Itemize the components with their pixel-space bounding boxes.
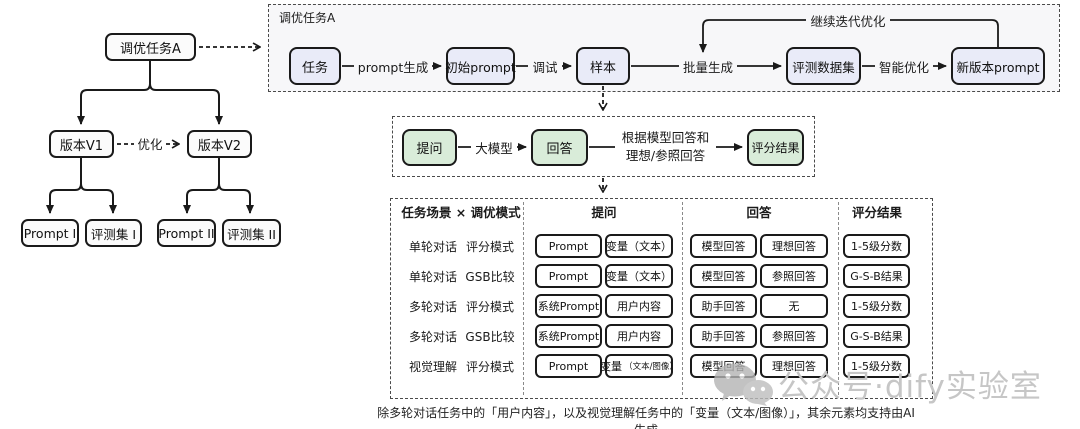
node-prompt-2: Prompt II	[157, 219, 216, 247]
row4-ans1: 助手回答	[690, 324, 757, 348]
node-question: 提问	[402, 129, 457, 166]
row3-ask2: 用户内容	[605, 294, 673, 318]
row2-ask1: Prompt	[535, 264, 602, 288]
node-initial-prompt: 初始prompt	[445, 47, 516, 85]
row5-ask2-label: 变量	[600, 360, 623, 373]
optimize-edge-label: 优化	[134, 135, 166, 152]
row2-ans2: 参照回答	[760, 264, 828, 288]
table-separator-3	[838, 202, 839, 395]
edge-label-prompt-gen: prompt生成	[354, 57, 432, 75]
row5-mode: 评分模式	[465, 359, 514, 374]
node-new-prompt: 新版本prompt	[951, 47, 1045, 85]
row5-scene: 视觉理解	[408, 359, 457, 374]
row4-ask1: 系统Prompt	[535, 324, 602, 348]
footnote: 除多轮对话任务中的「用户内容」，以及视觉理解任务中的「变量（文本/图像）」，其余…	[377, 406, 915, 429]
edge-label-smart-opt: 智能优化	[875, 57, 933, 75]
edge-label-llm: 大模型	[471, 138, 517, 156]
row2-ans1: 模型回答	[690, 264, 757, 288]
watermark-text: 公众号·dify实验室	[778, 369, 1042, 405]
table-separator-2	[682, 202, 683, 395]
node-evalset-2: 评测集 II	[222, 219, 281, 247]
row5-ask1: Prompt	[535, 354, 602, 378]
node-version-v1: 版本V1	[49, 130, 114, 158]
row2-mode: GSB比较	[465, 269, 515, 284]
row4-ask2: 用户内容	[605, 324, 673, 348]
row5-ask2: 变量 （文本/图像）	[600, 354, 678, 378]
row2-score: G-S-B结果	[843, 264, 910, 288]
row1-scene: 单轮对话	[408, 239, 457, 254]
row3-ans2: 无	[760, 294, 828, 318]
table-header-answer: 回答	[746, 205, 772, 220]
row4-ans2: 参照回答	[760, 324, 828, 348]
loop-label: 继续迭代优化	[806, 11, 890, 29]
row4-mode: GSB比较	[465, 329, 515, 344]
node-evalset-1: 评测集 I	[85, 219, 142, 247]
pipeline-container-label: 调优任务A	[279, 11, 336, 25]
node-prompt-1: Prompt I	[21, 219, 79, 247]
judge-basis-line1: 根据模型回答和	[621, 130, 710, 145]
table-separator-1	[523, 202, 524, 395]
table-header-score: 评分结果	[851, 205, 902, 220]
row1-mode: 评分模式	[465, 239, 514, 254]
node-task: 任务	[289, 47, 341, 85]
row5-ans2: 理想回答	[760, 354, 828, 378]
row5-ask2-sub: （文本/图像）	[624, 362, 678, 372]
row3-mode: 评分模式	[465, 299, 514, 314]
node-answer: 回答	[531, 129, 588, 166]
pipeline-container	[268, 4, 1060, 92]
node-version-v2: 版本V2	[187, 130, 252, 158]
node-tuning-task-a: 调优任务A	[105, 33, 196, 61]
node-sample: 样本	[576, 47, 630, 85]
wechat-icon	[714, 363, 773, 406]
row3-scene: 多轮对话	[408, 299, 457, 314]
row5-score: 1-5级分数	[843, 354, 910, 378]
edge-label-batch-gen: 批量生成	[679, 57, 737, 75]
row1-ask2: 变量（文本）	[605, 234, 673, 258]
row4-scene: 多轮对话	[408, 329, 457, 344]
table-header-scene-mode: 任务场景 × 调优模式	[401, 205, 521, 220]
row3-score: 1-5级分数	[843, 294, 910, 318]
judge-basis-line2: 理想/参照回答	[625, 148, 706, 163]
node-score-result: 评分结果	[747, 129, 804, 166]
edge-label-judge-basis: 根据模型回答和 理想/参照回答	[615, 128, 716, 166]
row1-score: 1-5级分数	[843, 234, 910, 258]
row1-ask1: Prompt	[535, 234, 602, 258]
row3-ans1: 助手回答	[690, 294, 757, 318]
row4-score: G-S-B结果	[843, 324, 910, 348]
row2-ask2: 变量（文本）	[605, 264, 673, 288]
node-eval-dataset: 评测数据集	[786, 47, 861, 85]
watermark: 公众号·dify实验室	[712, 361, 1042, 406]
row1-ans2: 理想回答	[760, 234, 828, 258]
row2-scene: 单轮对话	[408, 269, 457, 284]
row3-ask1: 系统Prompt	[535, 294, 602, 318]
edge-label-debug: 调试	[528, 57, 562, 75]
table-header-ask: 提问	[591, 205, 617, 220]
row1-ans1: 模型回答	[690, 234, 757, 258]
